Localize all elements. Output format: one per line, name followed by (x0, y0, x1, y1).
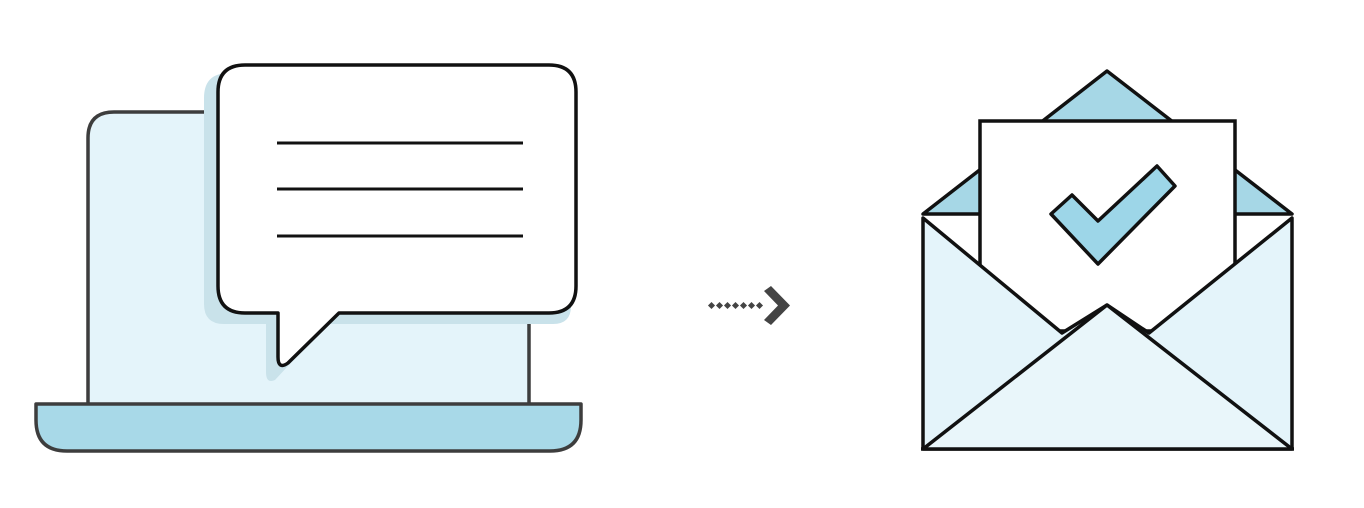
arrow-head (764, 286, 790, 325)
laptop-base (34, 402, 583, 453)
chat-bubble (216, 63, 578, 368)
dotted-arrow-right-icon (707, 286, 790, 325)
checkmark-icon (1049, 164, 1177, 266)
chat-bubble-icon (204, 63, 578, 381)
envelope-front-fold (921, 303, 1294, 451)
open-envelope-icon (921, 69, 1294, 451)
